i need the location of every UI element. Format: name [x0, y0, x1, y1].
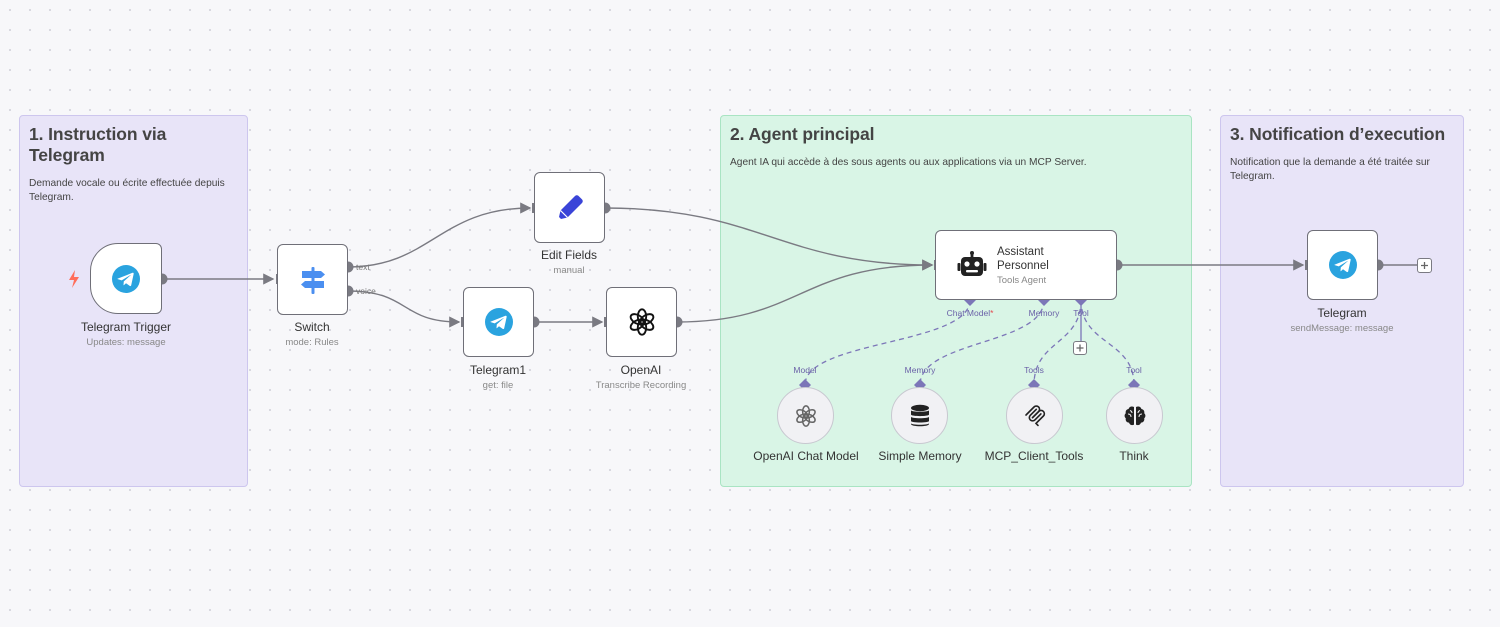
node-subtitle: Tools Agent	[997, 275, 1047, 286]
agent-input-tool: Tool	[1073, 308, 1089, 318]
node-telegram[interactable]	[1307, 230, 1378, 300]
signpost-icon	[300, 266, 325, 294]
required-mark: *	[990, 308, 994, 318]
node-label: Switch mode: Rules	[222, 320, 402, 348]
add-node-button[interactable]	[1417, 258, 1432, 273]
add-tool-button[interactable]	[1073, 341, 1087, 355]
plus-icon	[1076, 344, 1084, 352]
node-title: Think	[1119, 449, 1149, 463]
sticky-text: Demande vocale ou écrite effectuée depui…	[29, 178, 225, 203]
node-telegram1[interactable]	[463, 287, 534, 357]
ai-connection-think	[1080, 299, 1135, 386]
node-label: OpenAI Chat Model	[716, 449, 896, 463]
lightning-icon	[69, 270, 79, 288]
connection-edit-assistant	[604, 207, 934, 271]
node-subtitle: Transcribe Recording	[595, 380, 687, 391]
subnode-handle-model: Model	[793, 365, 817, 375]
plus-icon	[1421, 262, 1428, 269]
node-edit-fields[interactable]	[534, 172, 605, 243]
node-switch[interactable]	[277, 244, 348, 315]
sticky-text: Agent IA qui accède à des sous agents ou…	[730, 157, 1087, 168]
node-openai-chat-model[interactable]	[777, 387, 834, 444]
sticky-title: 1. Instruction via Telegram	[29, 124, 167, 165]
node-simple-memory[interactable]	[891, 387, 948, 444]
node-label: MCP_Client_Tools	[944, 449, 1124, 463]
node-label: Think	[1044, 449, 1224, 463]
openai-icon	[795, 404, 816, 427]
telegram-icon	[112, 264, 140, 293]
node-title: Edit Fields	[540, 248, 598, 262]
node-label: OpenAI Transcribe Recording	[551, 363, 731, 391]
brain-icon	[1124, 406, 1145, 425]
node-telegram-trigger[interactable]	[90, 243, 162, 314]
switch-output-voice: voice	[356, 286, 376, 296]
node-title: Assistant Personnel	[997, 246, 1049, 272]
node-label: Telegram Trigger Updates: message	[36, 320, 216, 348]
sticky-title: 2. Agent principal	[730, 124, 875, 144]
connection-switch-text-edit	[347, 202, 532, 268]
connection-openai-assistant	[676, 259, 934, 323]
node-subtitle: mode: Rules	[285, 337, 339, 348]
node-subtitle: manual	[553, 265, 585, 276]
robot-icon	[957, 251, 987, 276]
node-assistant-personnel[interactable]: Assistant Personnel Tools Agent	[935, 230, 1117, 300]
subnode-handle-memory: Memory	[904, 365, 936, 375]
node-mcp-client-tools[interactable]	[1006, 387, 1063, 444]
node-title: MCP_Client_Tools	[984, 449, 1084, 463]
node-title: OpenAI	[620, 363, 662, 377]
openai-icon	[629, 308, 654, 336]
node-label: Telegram1 get: file	[408, 363, 588, 391]
node-think[interactable]	[1106, 387, 1163, 444]
node-label: Simple Memory	[830, 449, 1010, 463]
node-label: Edit Fields manual	[479, 248, 659, 276]
sticky-title: 3. Notification d’execution	[1230, 124, 1446, 144]
mcp-icon	[1024, 404, 1045, 426]
node-title: Simple Memory	[878, 449, 962, 463]
subnode-handle-tools: Tools	[1024, 365, 1044, 375]
node-title: Telegram Trigger	[80, 320, 172, 334]
node-label: Telegram sendMessage: message	[1252, 306, 1432, 334]
switch-output-text: text	[356, 262, 370, 272]
agent-input-memory: Memory	[1028, 308, 1060, 318]
subnode-handle-tool: Tool	[1126, 365, 1142, 375]
node-title: Telegram1	[469, 363, 527, 377]
pencil-icon	[558, 194, 583, 219]
sticky-text: Notification que la demande a été traité…	[1230, 157, 1430, 182]
node-subtitle: get: file	[482, 380, 514, 391]
sticky-note-notification[interactable]: 3. Notification d’execution Notification…	[1220, 115, 1464, 487]
node-subtitle: Updates: message	[86, 337, 166, 348]
ai-connection-tools	[1033, 299, 1082, 386]
node-title: Telegram	[1317, 306, 1367, 320]
input-label: Chat Model	[946, 308, 991, 318]
node-title: OpenAI Chat Model	[753, 449, 859, 463]
agent-input-chat-model: Chat Model*	[930, 308, 1010, 318]
telegram-icon	[484, 308, 513, 336]
node-subtitle: sendMessage: message	[1290, 323, 1394, 334]
telegram-icon	[1328, 251, 1357, 279]
node-title: Switch	[294, 320, 330, 334]
database-icon	[910, 404, 929, 426]
sticky-note-instruction[interactable]: 1. Instruction via Telegram Demande voca…	[19, 115, 248, 487]
node-openai[interactable]	[606, 287, 677, 357]
connection-switch-voice-telegram1	[347, 290, 461, 328]
